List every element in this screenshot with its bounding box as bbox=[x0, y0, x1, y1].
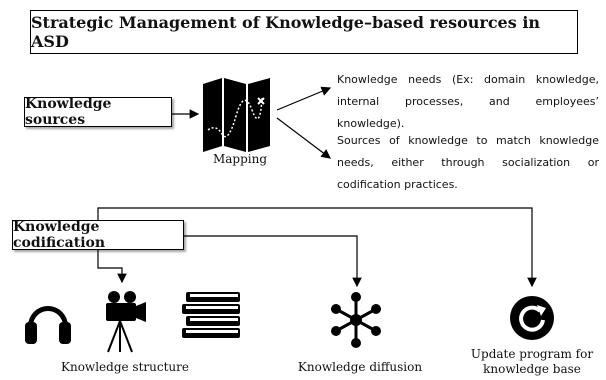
arrow-map-to-needs bbox=[276, 86, 332, 111]
knowledge-codification-box: Knowledge codification bbox=[12, 219, 184, 251]
network-hub-icon bbox=[331, 292, 381, 348]
arrow-to-structure bbox=[97, 250, 127, 284]
knowledge-diffusion-label: Knowledge diffusion bbox=[297, 360, 423, 374]
update-program-label: Update program for knowledge base bbox=[470, 347, 594, 376]
arrow-map-to-sources bbox=[276, 117, 331, 159]
diagram-title: Strategic Management of Knowledge–based … bbox=[30, 10, 578, 54]
mapping-label: Mapping bbox=[212, 152, 268, 166]
knowledge-sources-box: Knowledge sources bbox=[24, 96, 172, 128]
headphones-icon bbox=[25, 306, 71, 344]
books-icon bbox=[182, 292, 240, 338]
video-camera-icon bbox=[106, 291, 146, 353]
knowledge-sources-text: Sources of knowledge to match knowledge … bbox=[337, 134, 599, 191]
knowledge-needs-text: Knowledge needs (Ex: domain knowledge, i… bbox=[337, 73, 599, 130]
knowledge-structure-label: Knowledge structure bbox=[61, 360, 189, 374]
map-icon bbox=[203, 78, 270, 152]
arrow-to-diffusion bbox=[184, 235, 362, 288]
arrow-to-update bbox=[97, 207, 537, 288]
refresh-icon bbox=[510, 296, 554, 340]
